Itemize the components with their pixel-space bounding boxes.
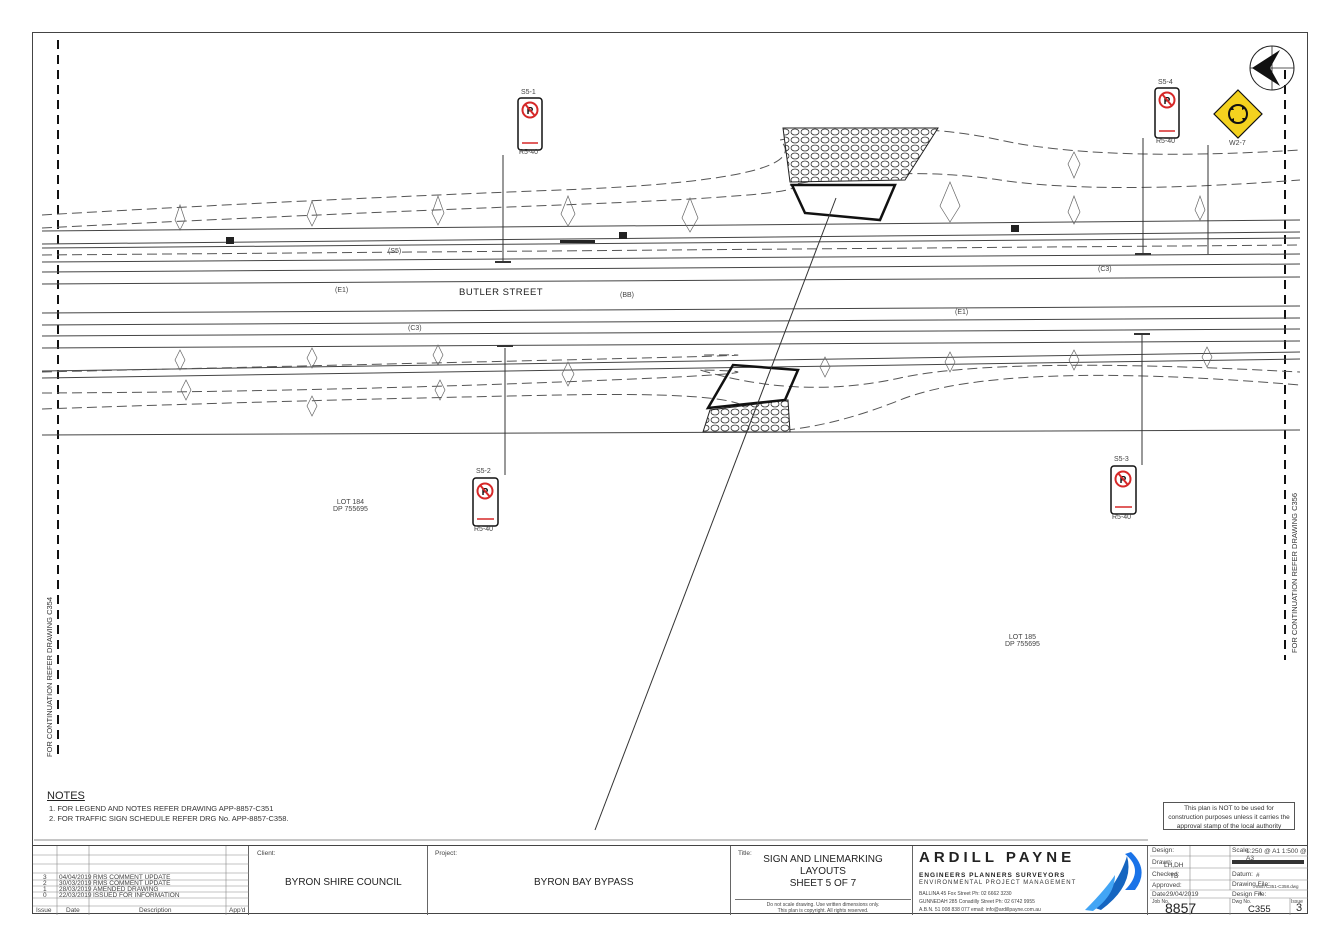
rock-island-top [782,127,939,183]
drawing-frame [32,32,1308,914]
note-2: 2. FOR TRAFFIC SIGN SCHEDULE REFER DRG N… [49,814,289,823]
sign-code-s5-3: R5-40 [1112,514,1132,521]
sign-id-s5-4: S5-4 [1158,79,1173,86]
sign-posts [495,138,1209,475]
road-features [226,225,1019,244]
sign-id-s5-1: S5-1 [521,89,536,96]
job-number: 8857 [1165,900,1197,916]
client-name: BYRON SHIRE COUNCIL [285,877,402,888]
label-c3-bottom: (C3) [408,325,422,332]
note-1: 1. FOR LEGEND AND NOTES REFER DRAWING AP… [49,804,274,813]
street-name: BUTLER STREET [459,287,544,298]
kerb-island-bottom [705,363,800,410]
label-e1-left: (E1) [335,287,349,294]
notes-title: NOTES [47,790,85,802]
drawing-number: C355 [1248,904,1271,915]
tree-markers [174,151,1213,417]
label-s5: (S5) [388,248,402,255]
details-grid: Design: Drawn: LH,DH Checked: TB Approve… [1150,846,1308,916]
label-e1-right: (E1) [955,309,969,316]
revision-table: 3 04/04/2019 RMS COMMENT UPDATE 2 30/03/… [33,846,249,915]
project-name: BYRON BAY BYPASS [534,877,634,888]
sign-code-s5-1: R5-40 [519,149,539,156]
no-parking-sign-s5-3: P [1110,465,1137,515]
road-linework [41,219,1301,436]
company-cell: ARDILL PAYNE ENGINEERS PLANNERS SURVEYOR… [915,846,1148,915]
title-block: 3 04/04/2019 RMS COMMENT UPDATE 2 30/03/… [33,845,1308,916]
continuation-left: FOR CONTINUATION REFER DRAWING C354 [45,596,54,757]
kerb-island-top [790,183,897,222]
roundabout-warning-sign [1213,89,1263,139]
sign-id-s5-3: S5-3 [1114,456,1129,463]
sign-code-s5-4: R5-40 [1156,138,1176,145]
sign-code-w2-7: W2-7 [1229,140,1246,147]
no-parking-sign-s5-2: P [472,477,499,527]
sign-code-s5-2: R5-40 [474,526,494,533]
continuation-right: FOR CONTINUATION REFER DRAWING C356 [1290,492,1299,653]
leader-line [594,197,837,831]
project-cell: Project: BYRON BAY BYPASS [430,846,731,915]
issue-number: 3 [1296,902,1303,914]
no-parking-sign-s5-4: P [1154,87,1180,139]
no-parking-sign-s5-1: P [517,97,543,151]
company-name: ARDILL PAYNE [919,849,1076,866]
label-bb: (BB) [620,292,634,299]
sign-id-s5-2: S5-2 [476,468,491,475]
north-arrow-icon [1249,45,1295,91]
rock-island-bottom [702,399,791,433]
company-logo-icon [1085,852,1142,911]
label-c3-top: (C3) [1098,266,1112,273]
disclaimer: Do not scale drawing. Use written dimens… [735,899,911,914]
client-cell: Client: BYRON SHIRE COUNCIL [252,846,428,915]
